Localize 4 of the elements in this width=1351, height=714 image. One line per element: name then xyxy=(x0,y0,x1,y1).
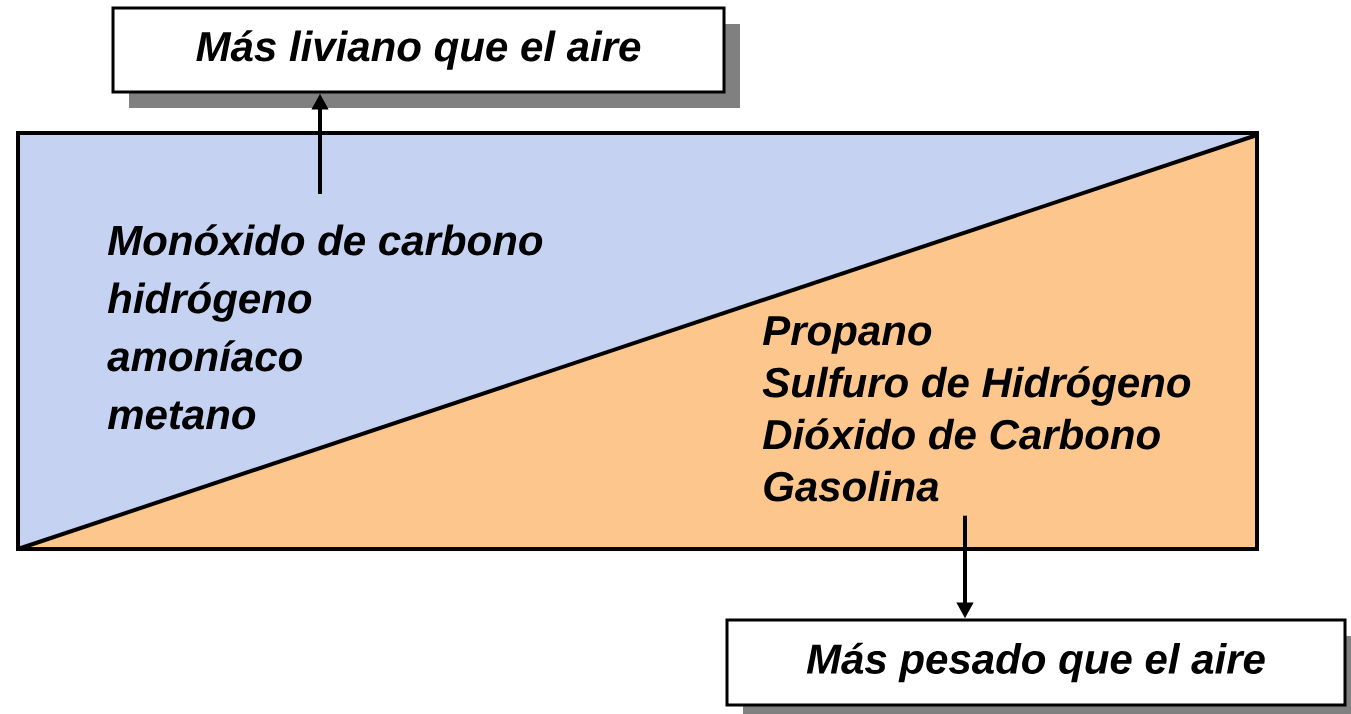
label-box: Más pesado que el aire xyxy=(725,618,1351,714)
label-box: Más liviano que el aire xyxy=(111,6,740,108)
gas-list: Propano Sulfuro de Hidrógeno Dióxido de Carbono Gasolina xyxy=(762,316,1191,502)
gas-list: Monóxido de carbono hidrógeno amoníaco metano xyxy=(107,224,543,430)
